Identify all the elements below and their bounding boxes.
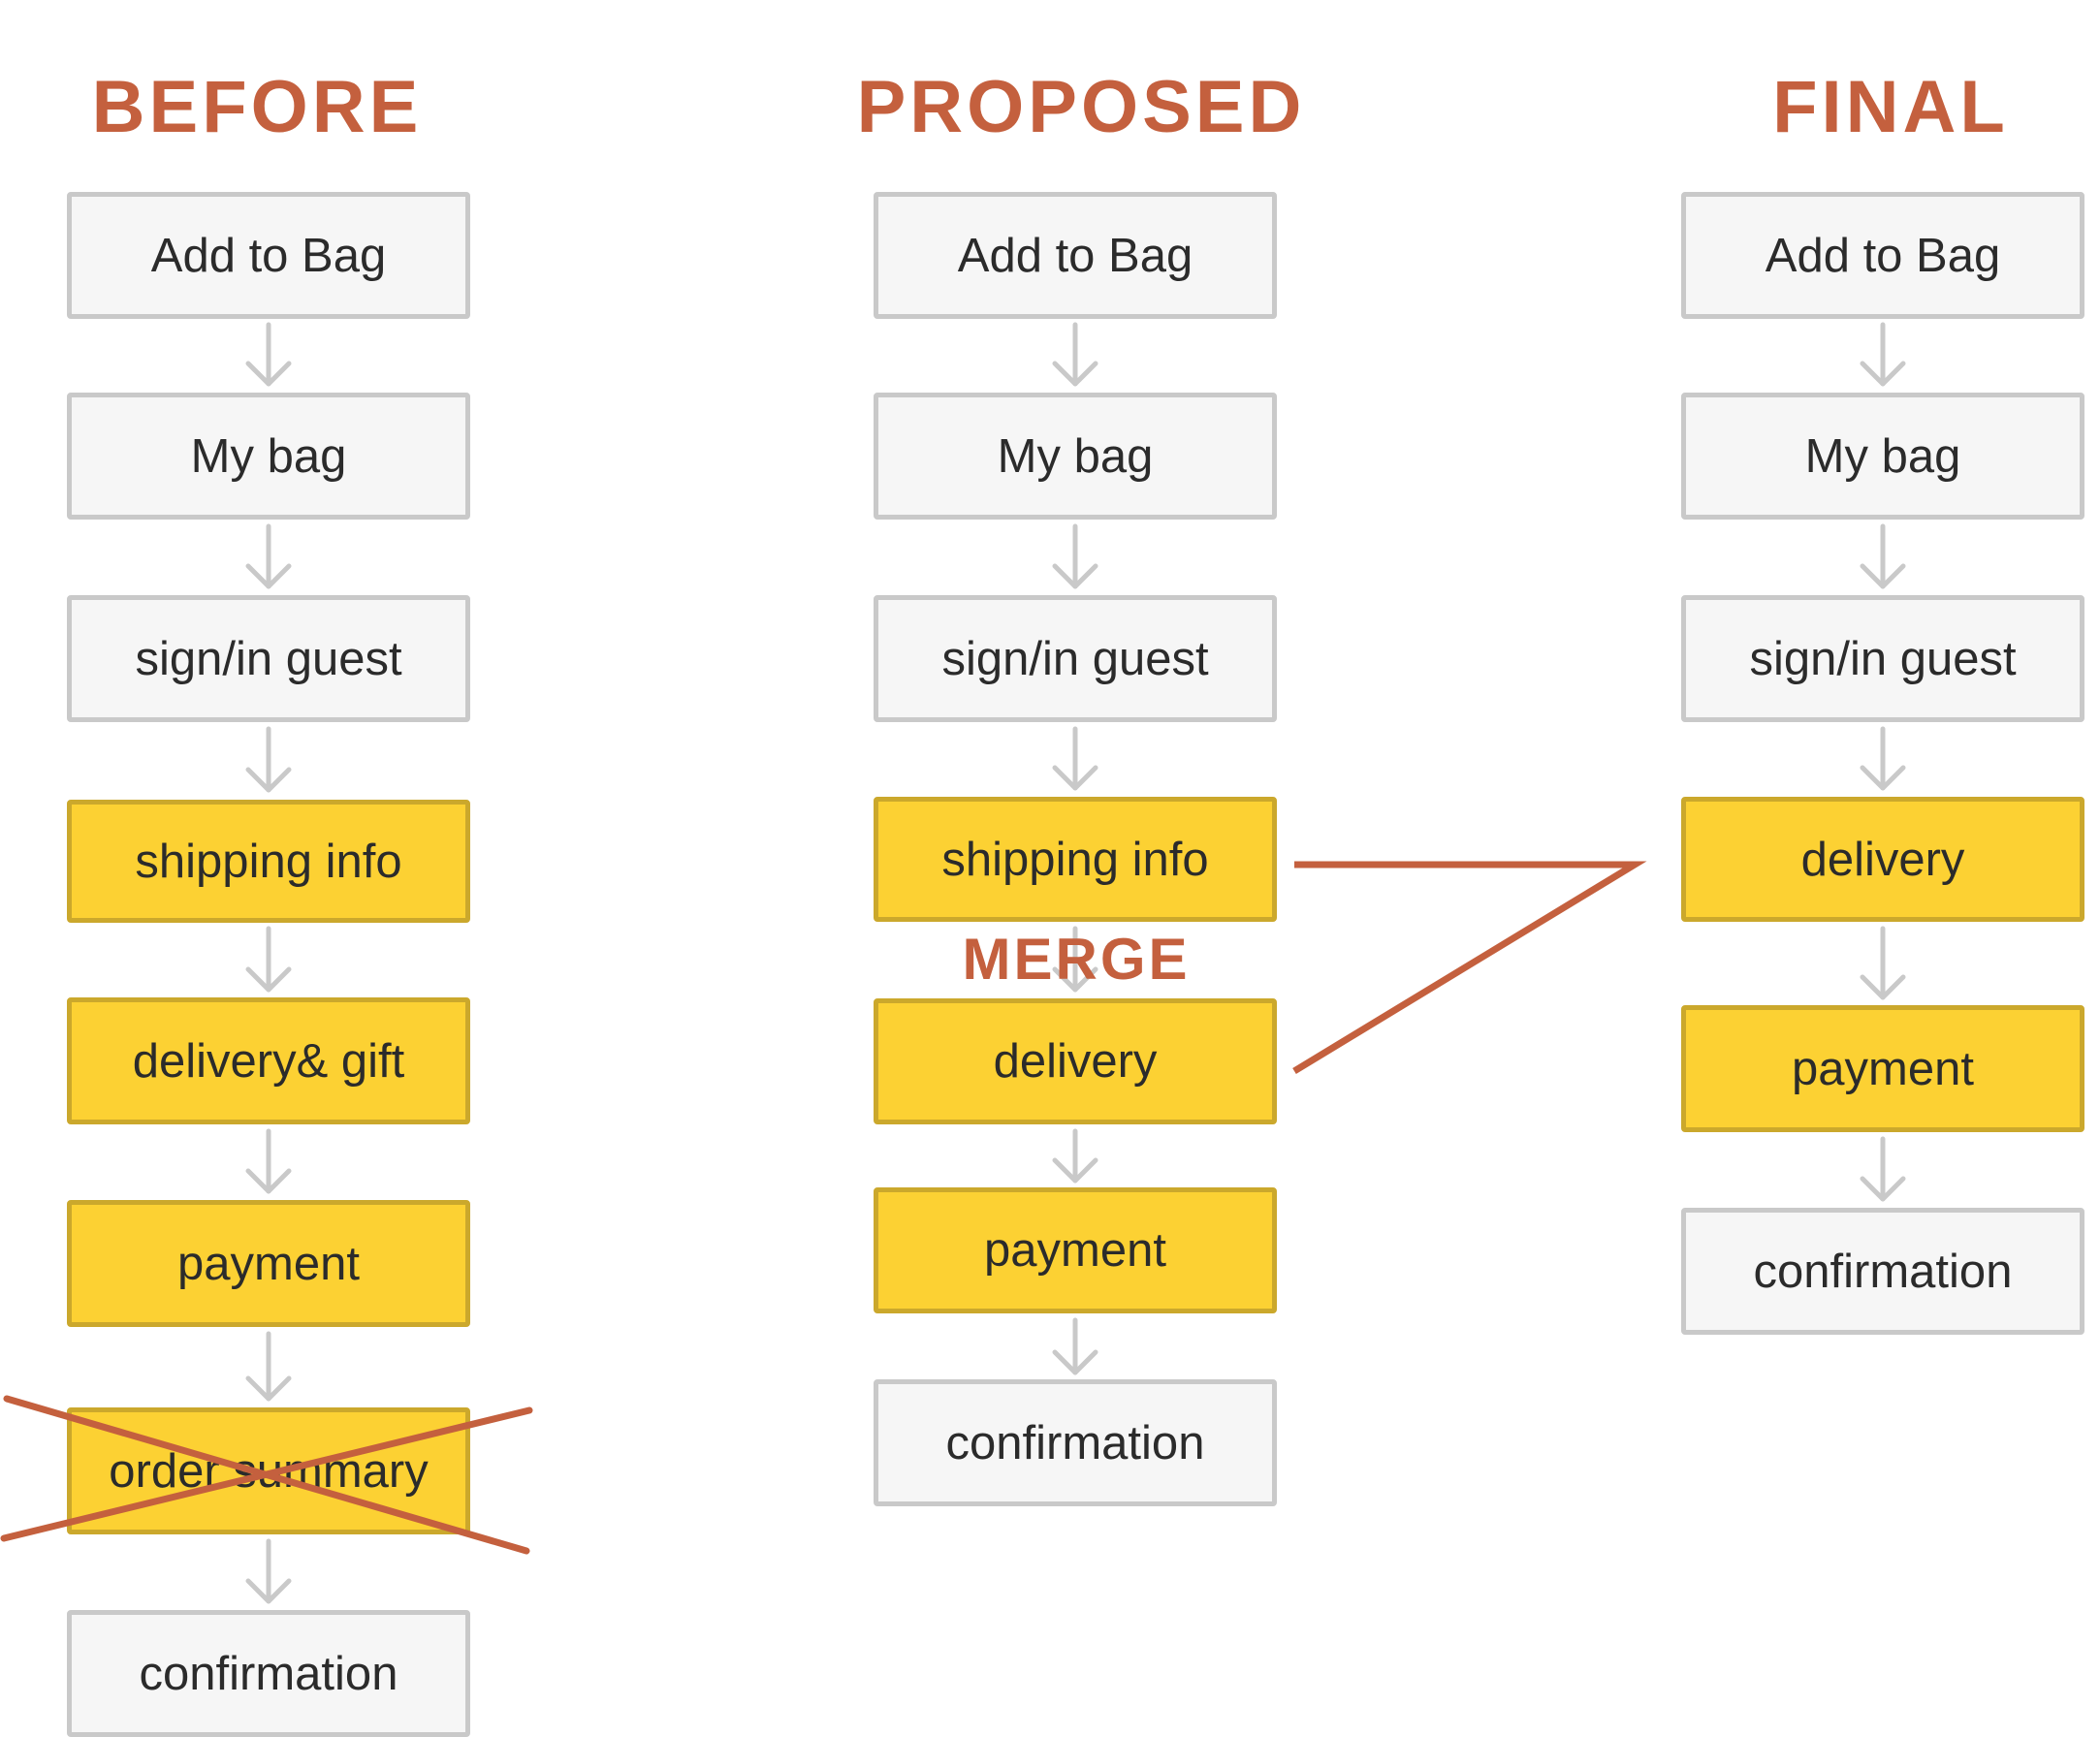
before-arrow-3 [245,726,292,793]
proposed-step-sign-in-guest: sign/in guest [874,595,1277,722]
final-step-my-bag: My bag [1681,393,2084,520]
final-step-sign-in-guest: sign/in guest [1681,595,2084,722]
before-step-add-to-bag: Add to Bag [67,192,470,319]
proposed-arrow-6 [1052,1317,1098,1375]
proposed-step-confirmation: confirmation [874,1379,1277,1506]
proposed-arrow-1 [1052,322,1098,387]
before-arrow-6 [245,1331,292,1402]
proposed-step-shipping-info: shipping info [874,797,1277,922]
merge-connector [1292,861,1647,1074]
final-step-payment: payment [1681,1005,2084,1132]
final-step-confirmation: confirmation [1681,1208,2084,1335]
final-arrow-3 [1860,726,1906,791]
proposed-step-delivery: delivery [874,998,1277,1124]
proposed-arrow-2 [1052,523,1098,589]
proposed-step-add-to-bag: Add to Bag [874,192,1277,319]
before-arrow-5 [245,1128,292,1194]
before-step-my-bag: My bag [67,393,470,520]
before-arrow-1 [245,322,292,387]
final-column-title: FINAL [1772,66,2009,148]
before-step-payment: payment [67,1200,470,1327]
before-column-title: BEFORE [91,66,423,148]
proposed-arrow-3 [1052,726,1098,791]
proposed-column-title: PROPOSED [856,66,1306,148]
final-arrow-2 [1860,523,1906,589]
before-step-delivery-gift: delivery& gift [67,997,470,1124]
proposed-arrow-5 [1052,1128,1098,1184]
final-arrow-5 [1860,1136,1906,1202]
final-arrow-1 [1860,322,1906,387]
proposed-step-payment: payment [874,1187,1277,1313]
before-arrow-7 [245,1538,292,1604]
final-step-delivery: delivery [1681,797,2084,922]
before-step-shipping-info: shipping info [67,800,470,923]
before-arrow-4 [245,926,292,993]
before-step-sign-in-guest: sign/in guest [67,595,470,722]
final-arrow-4 [1860,926,1906,1000]
before-step-order-summary: order summary [67,1407,470,1534]
before-step-confirmation: confirmation [67,1610,470,1737]
before-arrow-2 [245,523,292,589]
merge-label: MERGE [962,927,1191,992]
proposed-step-my-bag: My bag [874,393,1277,520]
final-step-add-to-bag: Add to Bag [1681,192,2084,319]
